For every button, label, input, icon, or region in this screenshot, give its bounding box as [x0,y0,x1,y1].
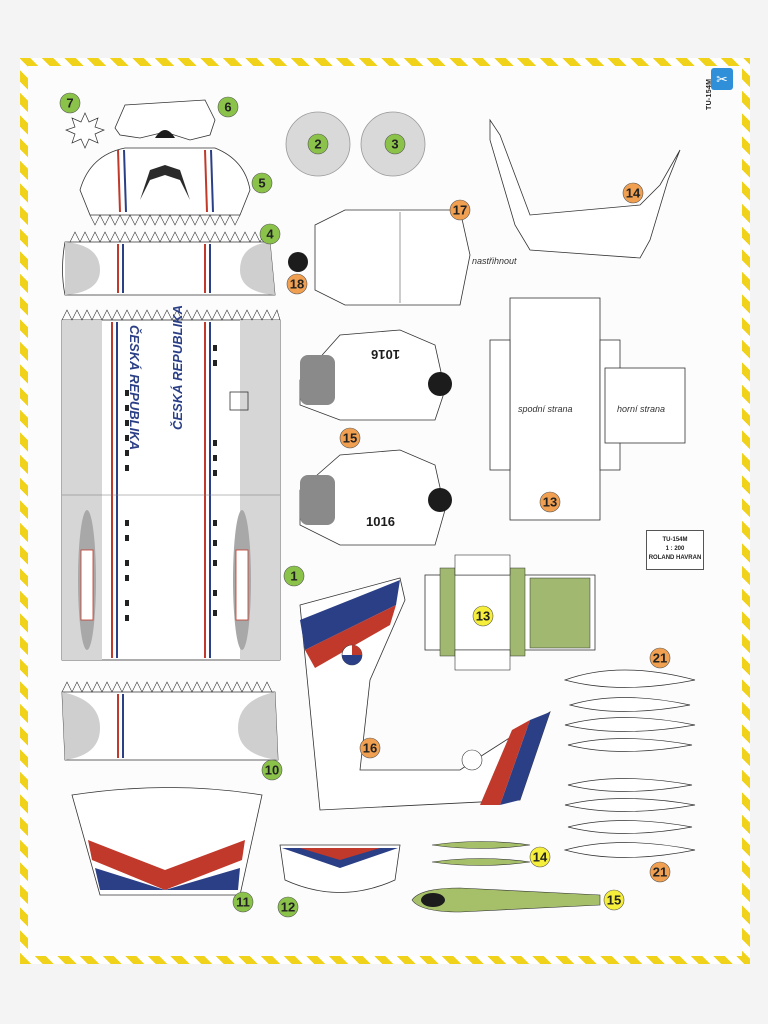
part-badge-label: 12 [281,900,295,915]
part-14-green-strip-a [431,841,531,849]
part-badge-label: 5 [258,176,265,191]
part-badge-18 [286,273,308,295]
part-15-window-strip [411,887,601,913]
part-badge-label: 21 [653,865,667,880]
part-badge-5 [251,172,273,194]
part-badge-13 [539,491,561,513]
part-badge-4 [259,223,281,245]
part-badge-11 [232,891,254,913]
part-6-window [155,130,175,138]
part-badge-2 [307,133,329,155]
part-13-box [489,297,686,521]
info-author: ROLAND HAVRAN [648,555,702,561]
part-badge-label: 16 [363,741,377,756]
part-badge-10 [261,759,283,781]
part-6-nose-top [114,99,216,141]
part-badge-label: 21 [653,651,667,666]
label-nastrihnout: nastřihnout [472,256,517,266]
part-21-wheels [563,669,696,858]
part-badge-label: 14 [626,186,641,201]
part-badge-21 [649,647,671,669]
part-14-green-strip-b [431,858,531,866]
part-badge-label: 7 [66,96,73,111]
part-badge-16 [359,737,381,759]
part-badge-21 [649,861,671,883]
part-badge-7 [59,92,81,114]
info-model: TU-154M [662,537,688,543]
label-spodni-strana: spodní strana [518,404,573,414]
part-17-engine [314,209,471,306]
part-badge-label: 13 [476,609,490,624]
part-badge-13 [472,605,494,627]
part-badge-label: 18 [290,277,304,292]
part-badge-label: 4 [266,227,274,242]
part-badge-6 [217,96,239,118]
part-4-fuselage-front [62,241,276,296]
part-badge-label: 10 [265,763,279,778]
part-badge-label: 3 [391,137,398,152]
label-horni-strana: horní strana [617,404,665,414]
part-badge-15 [603,889,625,911]
part-14-strut [489,118,681,259]
info-scale: 1 : 200 [665,546,685,552]
part-badge-14 [622,182,644,204]
registration-top: 1016 [371,347,400,362]
part-badge-label: 17 [453,203,467,218]
part-badge-label: 6 [224,100,231,115]
livery-text-left: ČESKÁ REPUBLIKA [127,325,142,450]
part-badge-14 [529,846,551,868]
part-badge-label: 11 [236,895,250,910]
part-13-green-box [424,554,596,671]
part-5-cockpit [79,147,251,216]
part-7-star [65,112,105,149]
part-5-windshield [140,165,190,200]
part-badge-3 [384,133,406,155]
part-badge-label: 15 [607,893,621,908]
part-badge-1 [283,565,305,587]
livery-text-right: ČESKÁ REPUBLIKA [170,305,185,430]
scissors-icon: ✂ [711,68,733,90]
part-badge-label: 15 [343,431,357,446]
part-18-disc [288,252,308,272]
info-box: TU-154M 1 : 200 ROLAND HAVRAN [646,530,704,570]
part-badge-label: 2 [314,137,321,152]
part-badge-17 [449,199,471,221]
part-badge-15 [339,427,361,449]
part-badge-label: 1 [290,569,297,584]
part-badge-12 [277,896,299,918]
part-badge-label: 14 [533,850,548,865]
part-badge-label: 13 [543,495,557,510]
registration-bottom: 1016 [366,514,395,529]
